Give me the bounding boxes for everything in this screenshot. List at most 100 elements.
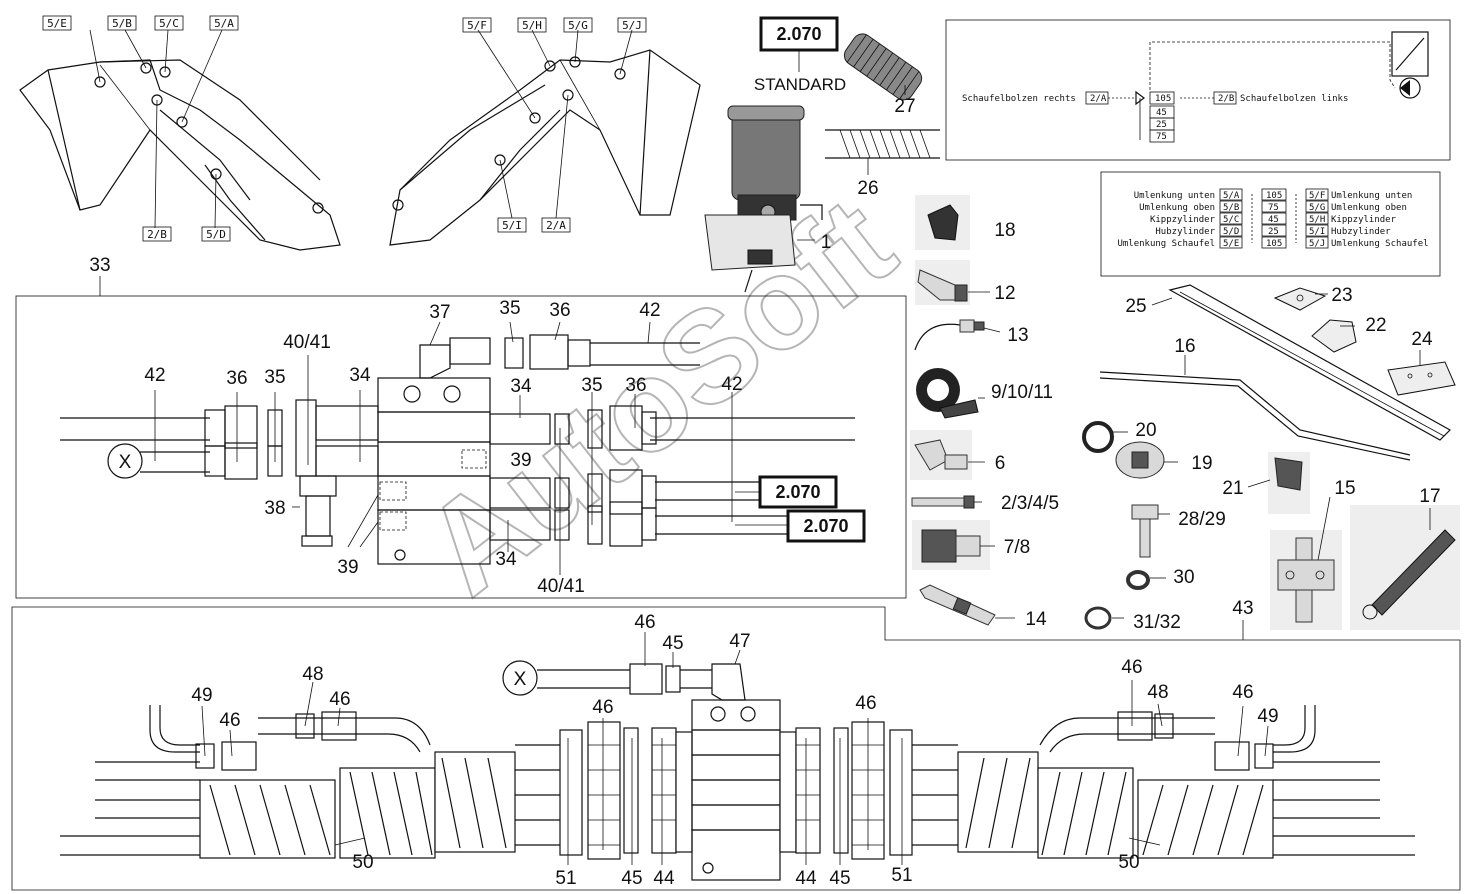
svg-text:Umlenkung oben: Umlenkung oben (1331, 203, 1407, 213)
svg-text:5/G: 5/G (1309, 203, 1325, 213)
svg-text:5/D: 5/D (206, 228, 226, 241)
part-23-block (1273, 287, 1327, 311)
schematic-loader-points: Umlenkung unten 5/A 105 5/F Umlenkung un… (1100, 171, 1441, 277)
watermark: AutoSoft (396, 168, 920, 623)
svg-text:Umlenkung Schaufel: Umlenkung Schaufel (1331, 239, 1429, 249)
part-number-28: 28/29 (1178, 509, 1226, 530)
upper-assembly-frame (15, 295, 907, 599)
loader-arm-right (389, 29, 701, 246)
svg-text:Kippzylinder: Kippzylinder (1331, 215, 1397, 225)
schematic-row: Umlenkung unten 5/A 105 5/F Umlenkung un… (1134, 188, 1412, 201)
svg-text:40/41: 40/41 (283, 332, 331, 353)
svg-text:35: 35 (499, 298, 520, 319)
svg-text:5/E: 5/E (47, 17, 67, 30)
svg-text:X: X (514, 669, 527, 690)
svg-text:49: 49 (191, 685, 212, 706)
svg-text:42: 42 (144, 365, 165, 386)
part-13-nipple (914, 319, 985, 351)
svg-text:44: 44 (795, 868, 817, 889)
standard-label: STANDARD (754, 75, 846, 94)
part-14-check-valve (919, 584, 996, 626)
svg-text:46: 46 (634, 612, 655, 633)
part-number-13: 13 (1007, 325, 1028, 346)
part-30-washer (1126, 570, 1150, 590)
upper-assembly-labels: 37 35 36 42 40/41 42 36 35 34 34 35 36 4… (144, 298, 742, 597)
svg-text:36: 36 (625, 375, 646, 396)
svg-text:50: 50 (1118, 852, 1139, 873)
part-number-18: 18 (994, 220, 1015, 241)
svg-text:5/B: 5/B (112, 17, 132, 30)
svg-text:34: 34 (495, 549, 517, 570)
svg-text:5/G: 5/G (568, 19, 588, 32)
svg-text:47: 47 (729, 631, 750, 652)
svg-text:46: 46 (592, 697, 613, 718)
svg-text:5/I: 5/I (502, 219, 522, 232)
svg-text:Umlenkung Schaufel: Umlenkung Schaufel (1117, 239, 1215, 249)
svg-text:46: 46 (329, 689, 350, 710)
part-number-17: 17 (1419, 486, 1440, 507)
svg-text:40/41: 40/41 (537, 576, 585, 597)
svg-text:105: 105 (1155, 94, 1171, 104)
svg-text:2.070: 2.070 (803, 516, 848, 536)
schematic-row: Hubzylinder 5/D 25 5/I Hubzylinder (1155, 224, 1391, 237)
schematic-row: Kippzylinder 5/C 45 5/H Kippzylinder (1150, 212, 1397, 225)
lower-assembly-frame (11, 606, 1461, 891)
svg-text:44: 44 (653, 868, 675, 889)
part-15-valve-block (1270, 530, 1342, 630)
svg-text:5/F: 5/F (1309, 191, 1325, 201)
svg-text:37: 37 (429, 302, 450, 323)
lower-assembly: X (60, 632, 1415, 881)
svg-text:2/B: 2/B (147, 228, 167, 241)
svg-text:5/C: 5/C (159, 17, 179, 30)
svg-text:5/A: 5/A (1223, 191, 1240, 201)
svg-text:Kippzylinder: Kippzylinder (1150, 215, 1216, 225)
part-28-bolt (1131, 504, 1159, 558)
svg-text:36: 36 (549, 300, 570, 321)
svg-text:35: 35 (581, 375, 602, 396)
part-number-30: 30 (1173, 567, 1194, 588)
reference-box-standard: 2.070 (759, 16, 839, 52)
part-6-elbow (910, 430, 972, 480)
part-number-6: 6 (995, 453, 1006, 474)
part-number-19: 19 (1191, 453, 1212, 474)
svg-text:48: 48 (302, 664, 323, 685)
schematic-row: Umlenkung oben 5/B 75 5/G Umlenkung oben (1139, 200, 1407, 213)
svg-text:35: 35 (264, 367, 285, 388)
svg-text:Hubzylinder: Hubzylinder (1331, 227, 1391, 237)
loader-tags-right: 5/F 5/H 5/G 5/J 5/I 2/A (462, 17, 647, 233)
svg-text:5/F: 5/F (467, 19, 487, 32)
svg-text:45: 45 (1156, 108, 1167, 118)
part-number-12: 12 (994, 283, 1015, 304)
hose-spiral-27 (843, 33, 923, 101)
svg-text:5/D: 5/D (1223, 227, 1239, 237)
svg-text:39: 39 (337, 557, 358, 578)
svg-text:34: 34 (510, 376, 532, 397)
svg-text:5/H: 5/H (522, 19, 542, 32)
loader-tags-left: 5/E 5/B 5/C 5/A 2/B 5/D (42, 15, 239, 242)
part-22-bracket (1311, 319, 1357, 353)
svg-text:AutoSoft: AutoSoft (397, 169, 919, 622)
reference-box-distributor-a: 2.070 (758, 475, 838, 509)
part-number-33: 33 (89, 255, 110, 276)
upper-assembly: X (60, 321, 855, 575)
part-12-fitting (915, 260, 970, 305)
svg-text:49: 49 (1257, 706, 1278, 727)
svg-text:105: 105 (1266, 191, 1282, 201)
svg-text:46: 46 (1232, 682, 1253, 703)
part-9-clamp (916, 368, 979, 419)
part-number-25: 25 (1125, 296, 1146, 317)
hose-sleeve-26 (825, 129, 940, 159)
part-number-27: 27 (894, 96, 915, 117)
svg-text:5/E: 5/E (1223, 239, 1239, 249)
svg-text:48: 48 (1147, 682, 1168, 703)
part-number-16: 16 (1174, 336, 1195, 357)
part-20-seal-ring (1082, 421, 1114, 453)
svg-text:5/J: 5/J (1309, 239, 1325, 249)
svg-text:39: 39 (510, 450, 531, 471)
svg-text:5/A: 5/A (214, 17, 234, 30)
part-number-15: 15 (1334, 478, 1355, 499)
part-2-screw (911, 495, 975, 509)
part-7-adapter (912, 520, 990, 570)
schematic-bucket-pins: Schaufelbolzen rechts 2/A 105 45 25 75 2… (945, 19, 1451, 161)
